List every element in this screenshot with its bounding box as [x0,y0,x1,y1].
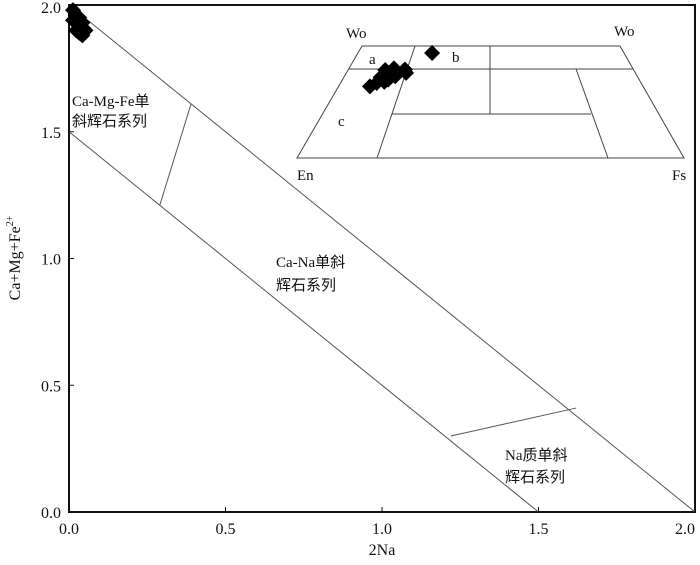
field-label-quad-2: 斜辉石系列 [72,113,147,130]
inset-outline [296,45,685,159]
x-axis-label: 2Na [369,542,396,559]
field-label-na-2: 辉石系列 [505,469,565,486]
y-tick-label: 0.0 [41,505,61,522]
inset-data-point [361,78,378,95]
boundary-line [450,407,577,437]
inset-line [575,68,609,159]
x-tick-label: 0.5 [216,521,236,538]
y-axis-label: Ca+Mg+Fe2+ [5,215,24,300]
inset-field-b: b [452,50,460,66]
boundary-line [68,4,696,513]
x-tick-label: 1.0 [372,521,392,538]
x-tick-label: 0.0 [59,521,79,538]
inset-vertex-wo-right: Wo [614,24,634,40]
field-label-ca-na-2: 辉石系列 [276,277,336,294]
inset-data-point [424,44,441,61]
inset-data-point [372,69,389,86]
x-tick-label: 2.0 [675,521,695,538]
boundary-line [159,103,192,206]
data-point [74,27,91,44]
y-tick-label: 1.0 [41,252,61,269]
field-label-ca-na-1: Ca-Na单斜 [276,254,345,271]
boundary-line [68,131,539,513]
inset-vertex-wo-left: Wo [346,26,366,42]
inset-line [376,45,416,159]
inset-vertex-fs: Fs [672,168,686,184]
y-tick-label: 2.0 [41,0,61,17]
inset-vertex-en: En [297,168,314,184]
inset-field-c: c [338,114,345,130]
inset-ternary [296,45,685,159]
y-tick-label: 0.5 [41,378,61,395]
field-label-na-1: Na质单斜 [505,447,568,464]
y-tick-label: 1.5 [41,125,61,142]
field-label-quad-1: Ca-Mg-Fe单 [72,93,150,110]
x-tick-label: 1.5 [529,521,549,538]
inset-field-a: a [369,52,376,68]
